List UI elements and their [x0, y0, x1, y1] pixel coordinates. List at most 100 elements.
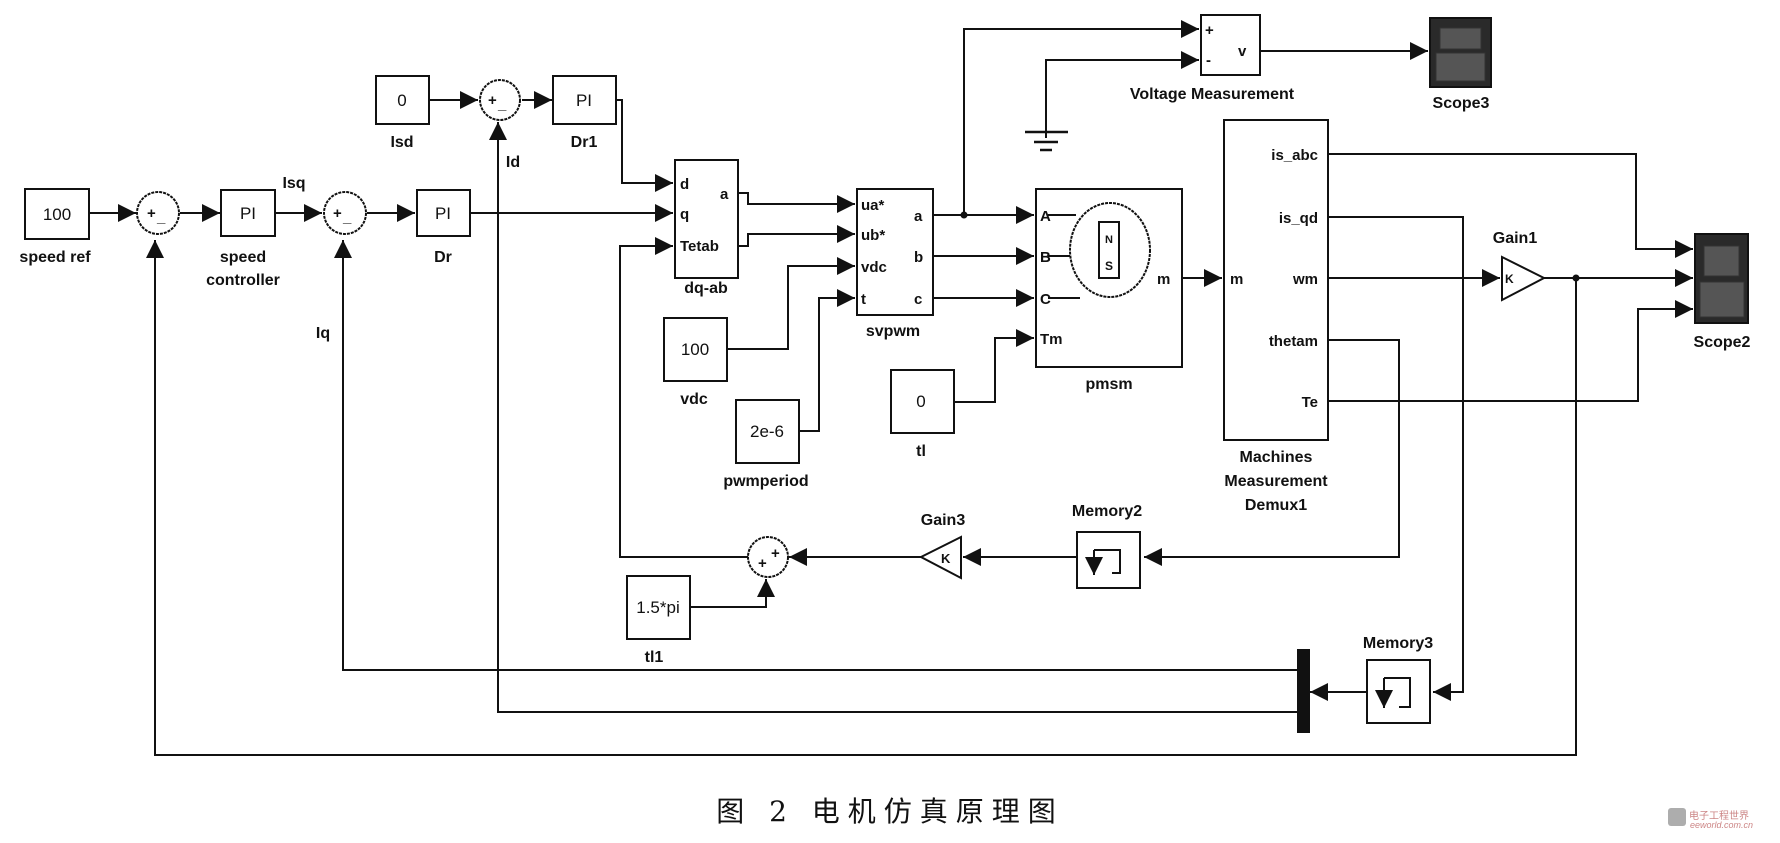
- wire-pwmperiod: [800, 289, 855, 432]
- eeworld-logo-icon: [1668, 807, 1686, 826]
- scope3-screen-icon: [1439, 27, 1482, 50]
- machines-label-3: Demux1: [1245, 497, 1307, 514]
- wire-ground-voltage-minus: [1045, 51, 1199, 138]
- voltage-port-plus: +: [1205, 22, 1214, 39]
- speed-controller-label: speed: [220, 249, 266, 266]
- voltage-measurement-block[interactable]: + - v Voltage Measurement: [1130, 14, 1295, 103]
- gain3-block[interactable]: K Gain3: [918, 512, 966, 580]
- sum1-block[interactable]: + _: [136, 191, 180, 235]
- tl1-label: tl1: [645, 649, 664, 666]
- dq-ab-port-q: q: [680, 206, 689, 223]
- dr1-value: PI: [576, 91, 592, 110]
- pmsm-port-tm: Tm: [1040, 331, 1063, 348]
- sum1-sign-minus: _: [156, 209, 166, 226]
- gain3-label: Gain3: [921, 512, 966, 529]
- pmsm-block[interactable]: N S A B C Tm m pmsm: [1035, 188, 1183, 393]
- scope3-block[interactable]: Scope3: [1429, 17, 1492, 112]
- speed-ref-value: 100: [43, 205, 71, 224]
- watermark-brand: 电子工程世界: [1689, 811, 1749, 822]
- vdc-block[interactable]: 100 vdc: [663, 317, 728, 408]
- dq-ab-block[interactable]: d q Tetab a dq-ab: [674, 159, 739, 297]
- machines-port-is-qd: is_qd: [1279, 210, 1318, 227]
- gain3-value: K: [941, 551, 951, 566]
- sum4-block[interactable]: + +: [747, 536, 789, 578]
- sum2-sign-plus: +: [333, 205, 342, 222]
- wire-vdc: [727, 257, 855, 350]
- wire-thetam-memory2: [1144, 339, 1400, 566]
- machines-port-m: m: [1230, 271, 1243, 288]
- svpwm-block[interactable]: ua* ub* vdc t a b c svpwm: [856, 188, 934, 340]
- scope2-screen-icon: [1703, 245, 1740, 277]
- sum4-sign-plus-1: +: [771, 545, 780, 562]
- machines-port-thetam: thetam: [1269, 333, 1318, 350]
- memory2-label: Memory2: [1072, 503, 1142, 520]
- demux-bar[interactable]: [1297, 649, 1310, 733]
- vdc-value: 100: [681, 340, 709, 359]
- memory-icon: [1384, 677, 1411, 708]
- figure-caption: 图 2 电机仿真原理图: [716, 795, 1064, 828]
- watermark-url: eeworld.com.cn: [1690, 819, 1754, 830]
- scope2-block[interactable]: Scope2: [1694, 233, 1751, 351]
- dr-label: Dr: [434, 249, 452, 266]
- svpwm-port-t: t: [861, 291, 866, 308]
- rotor-s-label: S: [1105, 259, 1113, 273]
- speed-controller-label-2: controller: [206, 272, 280, 289]
- machines-label-2: Measurement: [1224, 473, 1328, 490]
- isq-signal-label: Isq: [282, 175, 305, 192]
- tl1-value: 1.5*pi: [636, 598, 679, 617]
- machines-port-wm: wm: [1292, 271, 1318, 288]
- pwmperiod-label: pwmperiod: [723, 473, 808, 490]
- memory-icon: [1094, 549, 1121, 574]
- dq-ab-port-a: a: [720, 186, 729, 203]
- tl-label: tl: [916, 443, 926, 460]
- speed-ref-label: speed ref: [19, 249, 91, 266]
- machines-port-te: Te: [1302, 394, 1318, 411]
- wire-tl1-sum4: [690, 579, 775, 608]
- speed-controller-block[interactable]: PI speed controller: [206, 189, 280, 289]
- dr1-label: Dr1: [571, 134, 598, 151]
- wire-a-voltage-plus: [963, 20, 1199, 215]
- wires: [90, 20, 1693, 756]
- wire-iq-feedback: [334, 240, 1297, 671]
- sum3-block[interactable]: + _: [479, 79, 521, 121]
- speed-ref-block[interactable]: 100 speed ref: [19, 188, 91, 266]
- sum3-sign-plus: +: [488, 92, 497, 109]
- pmsm-port-c: C: [1040, 291, 1051, 308]
- tl1-block[interactable]: 1.5*pi tl1: [626, 575, 691, 666]
- isd-label: Isd: [390, 134, 413, 151]
- machines-port-is-abc: is_abc: [1271, 147, 1318, 164]
- tl-value: 0: [916, 392, 925, 411]
- wire-dqab-ub: [735, 225, 855, 247]
- sum1-sign-plus: +: [147, 205, 156, 222]
- dr-block[interactable]: PI Dr: [416, 189, 471, 266]
- wire-isabc-scope2: [1327, 153, 1693, 258]
- isd-block[interactable]: 0 Isd: [375, 75, 430, 151]
- memory2-block[interactable]: Memory2: [1072, 503, 1142, 589]
- vdc-label: vdc: [680, 391, 708, 408]
- gain1-block[interactable]: K Gain1: [1493, 230, 1547, 302]
- svpwm-label: svpwm: [866, 323, 920, 340]
- pwmperiod-block[interactable]: 2e-6 pwmperiod: [723, 399, 809, 490]
- tl-block[interactable]: 0 tl: [890, 369, 955, 460]
- sum3-sign-minus: _: [497, 96, 507, 113]
- gain1-label: Gain1: [1493, 230, 1538, 247]
- sum2-block[interactable]: + _: [323, 191, 367, 235]
- pwmperiod-value: 2e-6: [750, 422, 784, 441]
- iq-signal-label: Iq: [316, 325, 330, 342]
- svpwm-port-b: b: [914, 249, 923, 266]
- svpwm-port-ua: ua*: [861, 197, 885, 214]
- isd-value: 0: [397, 91, 406, 110]
- dq-ab-label: dq-ab: [684, 280, 728, 297]
- sum2-sign-minus: _: [342, 209, 352, 226]
- memory3-label: Memory3: [1363, 635, 1433, 652]
- dr1-block[interactable]: PI Dr1: [552, 75, 617, 151]
- gain1-value: K: [1505, 272, 1514, 286]
- pmsm-port-m: m: [1157, 271, 1170, 288]
- wire-te-scope2: [1327, 300, 1693, 402]
- memory3-block[interactable]: Memory3: [1363, 635, 1433, 724]
- machines-measurement-block[interactable]: m is_abc is_qd wm thetam Te Machines Mea…: [1223, 119, 1329, 514]
- rotor-n-label: N: [1105, 234, 1113, 246]
- dr-value: PI: [435, 204, 451, 223]
- wire-id-feedback: [489, 122, 1297, 713]
